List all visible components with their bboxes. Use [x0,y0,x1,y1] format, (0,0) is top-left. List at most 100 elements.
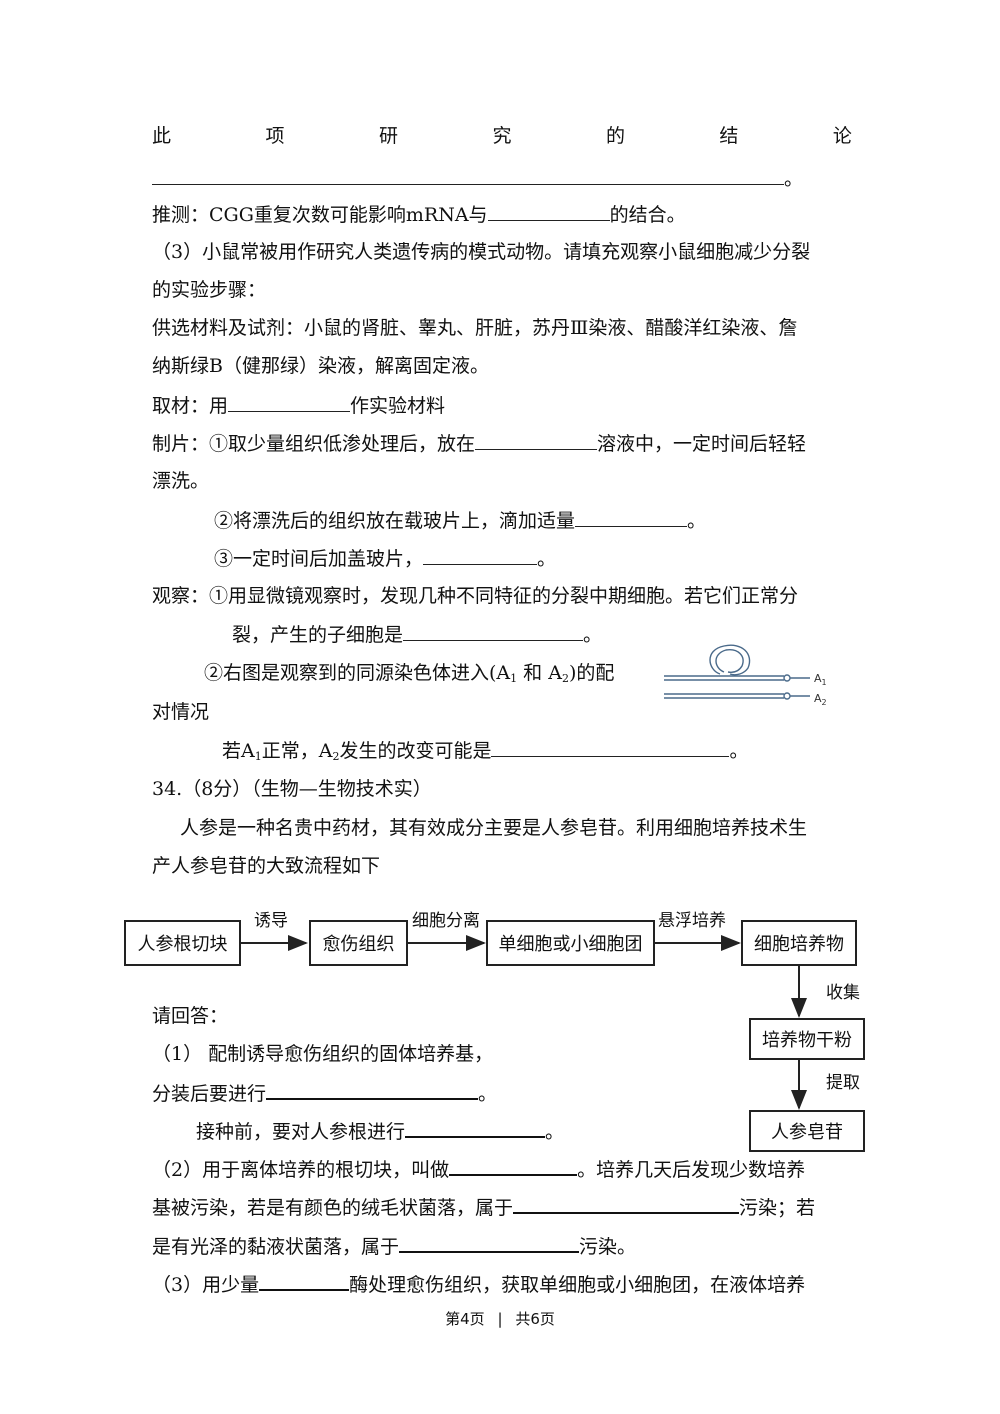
infer-text: 推测：CGG重复次数可能影响mRNA与 [152,204,488,226]
spread-char: 研 [378,125,398,147]
footer-separator: | [497,1310,503,1328]
spread-char: 结 [719,125,739,147]
q34-1-blank-a[interactable] [266,1080,479,1100]
prep3-line: ③一定时间后加盖玻片， 。 [214,546,556,571]
flow-label-induce: 诱导 [254,911,288,931]
q3-line1: （3）小鼠常被用作研究人类遗传病的模式动物。请填充观察小鼠细胞减少分裂 [152,241,811,263]
q34-3-text: （3）用少量 [152,1274,260,1296]
conclusion-blank[interactable] [152,166,784,185]
q34-3-blank[interactable] [259,1271,350,1291]
q34-1-line1: （1） 配制诱导愈伤组织的固体培养基， [152,1043,494,1065]
page-footer: 第4页 | 共6页 [0,1308,1000,1329]
obs1-line1: 观察：①用显微镜观察时，发现几种不同特征的分裂中期细胞。若它们正常分 [152,585,799,607]
obs1-text: 裂，产生的子细胞是 [232,624,404,646]
prep2-period: 。 [687,510,707,532]
materials-line1: 供选材料及试剂：小鼠的肾脏、睾丸、肝脏，苏丹Ⅲ染液、醋酸洋红染液、詹 [152,317,798,339]
q34-2-text: 。培养几天后发现少数培养 [577,1159,806,1181]
infer-text-end: 的结合。 [609,204,686,226]
q34-2-blank-b[interactable] [513,1194,740,1214]
q34-1-line2: 分装后要进行 。 [152,1080,497,1106]
q34-2-line2: 基被污染，若是有颜色的绒毛状菌落，属于污染；若 [152,1194,815,1220]
take-blank[interactable] [228,393,351,412]
take-line: 取材：用 作实验材料 [152,393,445,418]
obs1-blank[interactable] [403,622,584,641]
loop-inner [715,649,744,673]
flow-box-root-slices: 人参根切块 [124,920,241,966]
prep1-line2: 漂洗。 [152,470,210,492]
obs2-text: ②右图是观察到的同源染色体进入(A [204,662,511,684]
q34-2-line3: 是有光泽的黏液状菌落，属于 污染。 [152,1233,636,1259]
prep3-blank[interactable] [423,546,538,565]
obs2-line2: 对情况 [152,701,210,723]
q34-2-text: 污染。 [579,1236,637,1258]
q34-3-text: 酶处理愈伤组织，获取单细胞或小细胞团，在液体培养 [349,1274,806,1296]
q3-line2: 的实验步骤： [152,279,267,301]
prep2-text: ②将漂洗后的组织放在载玻片上，滴加适量 [214,510,576,532]
period: 。 [545,1121,565,1143]
prep1-blank[interactable] [475,431,598,450]
obs2q-text: 发生的改变可能是 [339,740,492,762]
chromosome-pairing-figure: A1 A2 [664,644,827,707]
obs1-period: 。 [583,624,603,646]
obs2-text: 和 A [517,662,562,684]
q34-2-text: 是有光泽的黏液状菌落，属于 [152,1236,400,1258]
obs2q-text: 正常，A [261,740,333,762]
subscript: 1 [254,750,262,763]
prep3-period: 。 [537,548,557,570]
q34-2-text: 污染；若 [739,1197,816,1219]
loop-outer [709,644,751,676]
conclusion-spread-line: 此 项 研 究 的 结 论 [152,124,852,148]
prep1-text-end: 溶液中，一定时间后轻轻 [597,433,807,455]
subscript: 1 [510,672,518,685]
obs2q-text: 若A [222,740,255,762]
period: 。 [784,168,804,190]
q34-2-line1: （2）用于离体培养的根切块，叫做 。培养几天后发现少数培养 [152,1156,805,1182]
prep1-line: 制片：①取少量组织低渗处理后，放在 溶液中，一定时间后轻轻 [152,431,806,456]
spread-char: 的 [605,125,625,147]
obs2-text: )的配 [568,662,615,684]
prep3-text: ③一定时间后加盖玻片， [214,548,424,570]
centromere-a2 [783,692,791,700]
infer-line: 推测：CGG重复次数可能影响mRNA与 的结合。 [152,202,686,227]
prep2-blank[interactable] [575,508,688,527]
q34-1-blank-b[interactable] [405,1118,546,1138]
flow-label-extract: 提取 [826,1073,860,1093]
q34-1-text: 接种前，要对人参根进行 [196,1121,406,1143]
centromere-a1 [783,674,791,682]
q34-heading: 34.（8分）（生物—生物技术实） [152,778,432,800]
take-text-end: 作实验材料 [350,395,446,417]
spread-char: 项 [265,125,285,147]
page-number: 第4页 [445,1310,485,1328]
subscript: 2 [332,750,340,763]
page-total: 共6页 [515,1310,555,1328]
prep2-line: ②将漂洗后的组织放在载玻片上，滴加适量 。 [214,508,706,533]
materials-line2: 纳斯绿B（健那绿）染液，解离固定液。 [152,355,489,377]
answer-prompt: 请回答： [152,1005,229,1027]
obs2-line1: ②右图是观察到的同源染色体进入(A1 和 A2)的配 [204,661,614,691]
period: 。 [478,1083,498,1105]
flow-box-ginsenoside: 人参皂苷 [749,1110,865,1152]
q34-intro-line1: 人参是一种名贵中药材，其有效成分主要是人参皂苷。利用细胞培养技术生 [180,817,808,839]
obs1-line2: 裂，产生的子细胞是 。 [232,622,602,647]
q34-intro-line2: 产人参皂苷的大致流程如下 [152,855,381,877]
q34-1-text: 分装后要进行 [152,1083,267,1105]
infer-blank[interactable] [487,202,610,221]
flow-box-callus: 愈伤组织 [309,920,408,966]
flow-box-dry-powder: 培养物干粉 [749,1018,865,1060]
flow-label-suspend: 悬浮培养 [658,911,726,931]
q34-3-line1: （3）用少量 酶处理愈伤组织，获取单细胞或小细胞团，在液体培养 [152,1271,805,1297]
label-a2: A2 [814,692,827,707]
q34-2-blank-c[interactable] [399,1233,580,1253]
prep1-text: 制片：①取少量组织低渗处理后，放在 [152,433,476,455]
spread-char: 此 [152,125,172,147]
q34-1-line3: 接种前，要对人参根进行 。 [196,1118,564,1144]
take-text: 取材：用 [152,395,229,417]
flow-box-cell-culture: 细胞培养物 [741,920,857,966]
flow-box-single-cells: 单细胞或小细胞团 [486,920,655,966]
spread-char: 论 [832,125,852,147]
q34-2-blank-a[interactable] [449,1156,578,1176]
q34-2-text: （2）用于离体培养的根切块，叫做 [152,1159,450,1181]
subscript: 2 [561,672,569,685]
obs2-blank[interactable] [491,738,730,757]
